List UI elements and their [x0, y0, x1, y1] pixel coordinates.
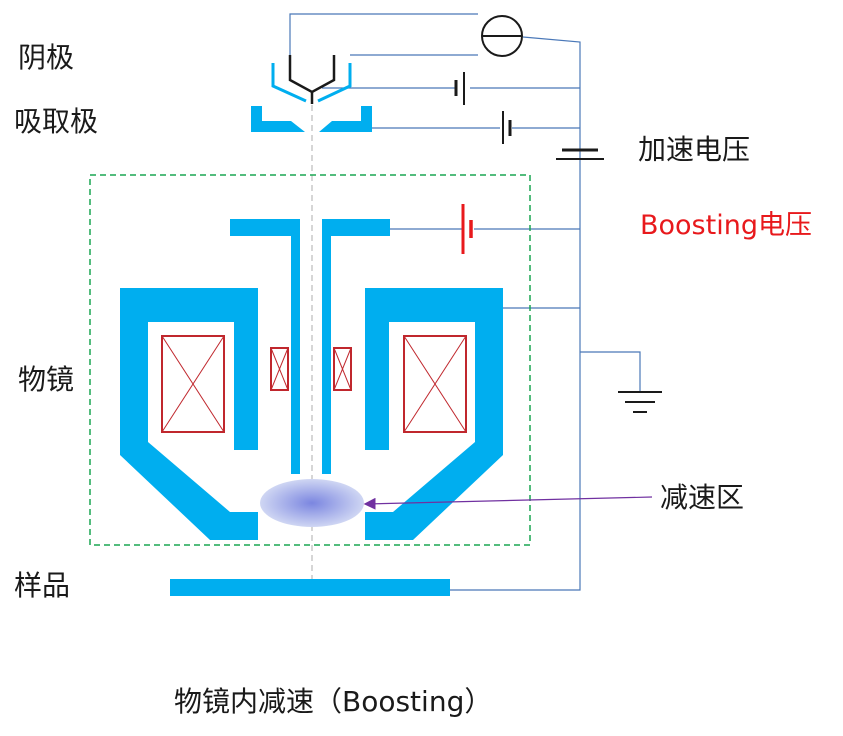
coil-icon: [270, 347, 289, 391]
wehnelt-right: [317, 63, 352, 103]
boosting-tube-right: [322, 219, 390, 474]
extractor-left: [251, 106, 305, 132]
wehnelt-left: [271, 63, 307, 103]
coil-icon: [161, 335, 225, 433]
pole-piece-left: [120, 288, 258, 540]
boosting-voltage-label: Boosting电压: [640, 210, 812, 241]
sample-label: 样品: [14, 569, 71, 602]
coil-icon: [333, 347, 352, 391]
ground-icon: [618, 391, 662, 413]
wiring: [289, 13, 641, 591]
battery-icon: [502, 111, 512, 144]
boosting-battery-icon: [461, 204, 473, 254]
coil-icon: [403, 335, 467, 433]
objective-lens-box: [89, 174, 531, 546]
accel-battery-icon: [556, 148, 604, 160]
deceleration-zone-label: 减速区: [660, 481, 745, 514]
pole-piece-right: [365, 288, 503, 540]
caption: 物镜内减速（Boosting）: [174, 685, 493, 718]
cathode-filament: [288, 55, 336, 94]
boosting-tube-left: [230, 219, 300, 474]
accel-voltage-label: 加速电压: [638, 133, 751, 166]
deceleration-zone: [260, 479, 364, 527]
cathode-label: 阴极: [18, 41, 75, 74]
extractor-right: [319, 106, 372, 132]
deceleration-arrow: [363, 496, 653, 510]
meter-icon: [481, 15, 523, 57]
sample-plate: [170, 579, 450, 596]
battery-icon: [454, 72, 465, 105]
extractor-label: 吸取极: [14, 105, 99, 138]
objective-lens-label: 物镜: [18, 363, 75, 396]
